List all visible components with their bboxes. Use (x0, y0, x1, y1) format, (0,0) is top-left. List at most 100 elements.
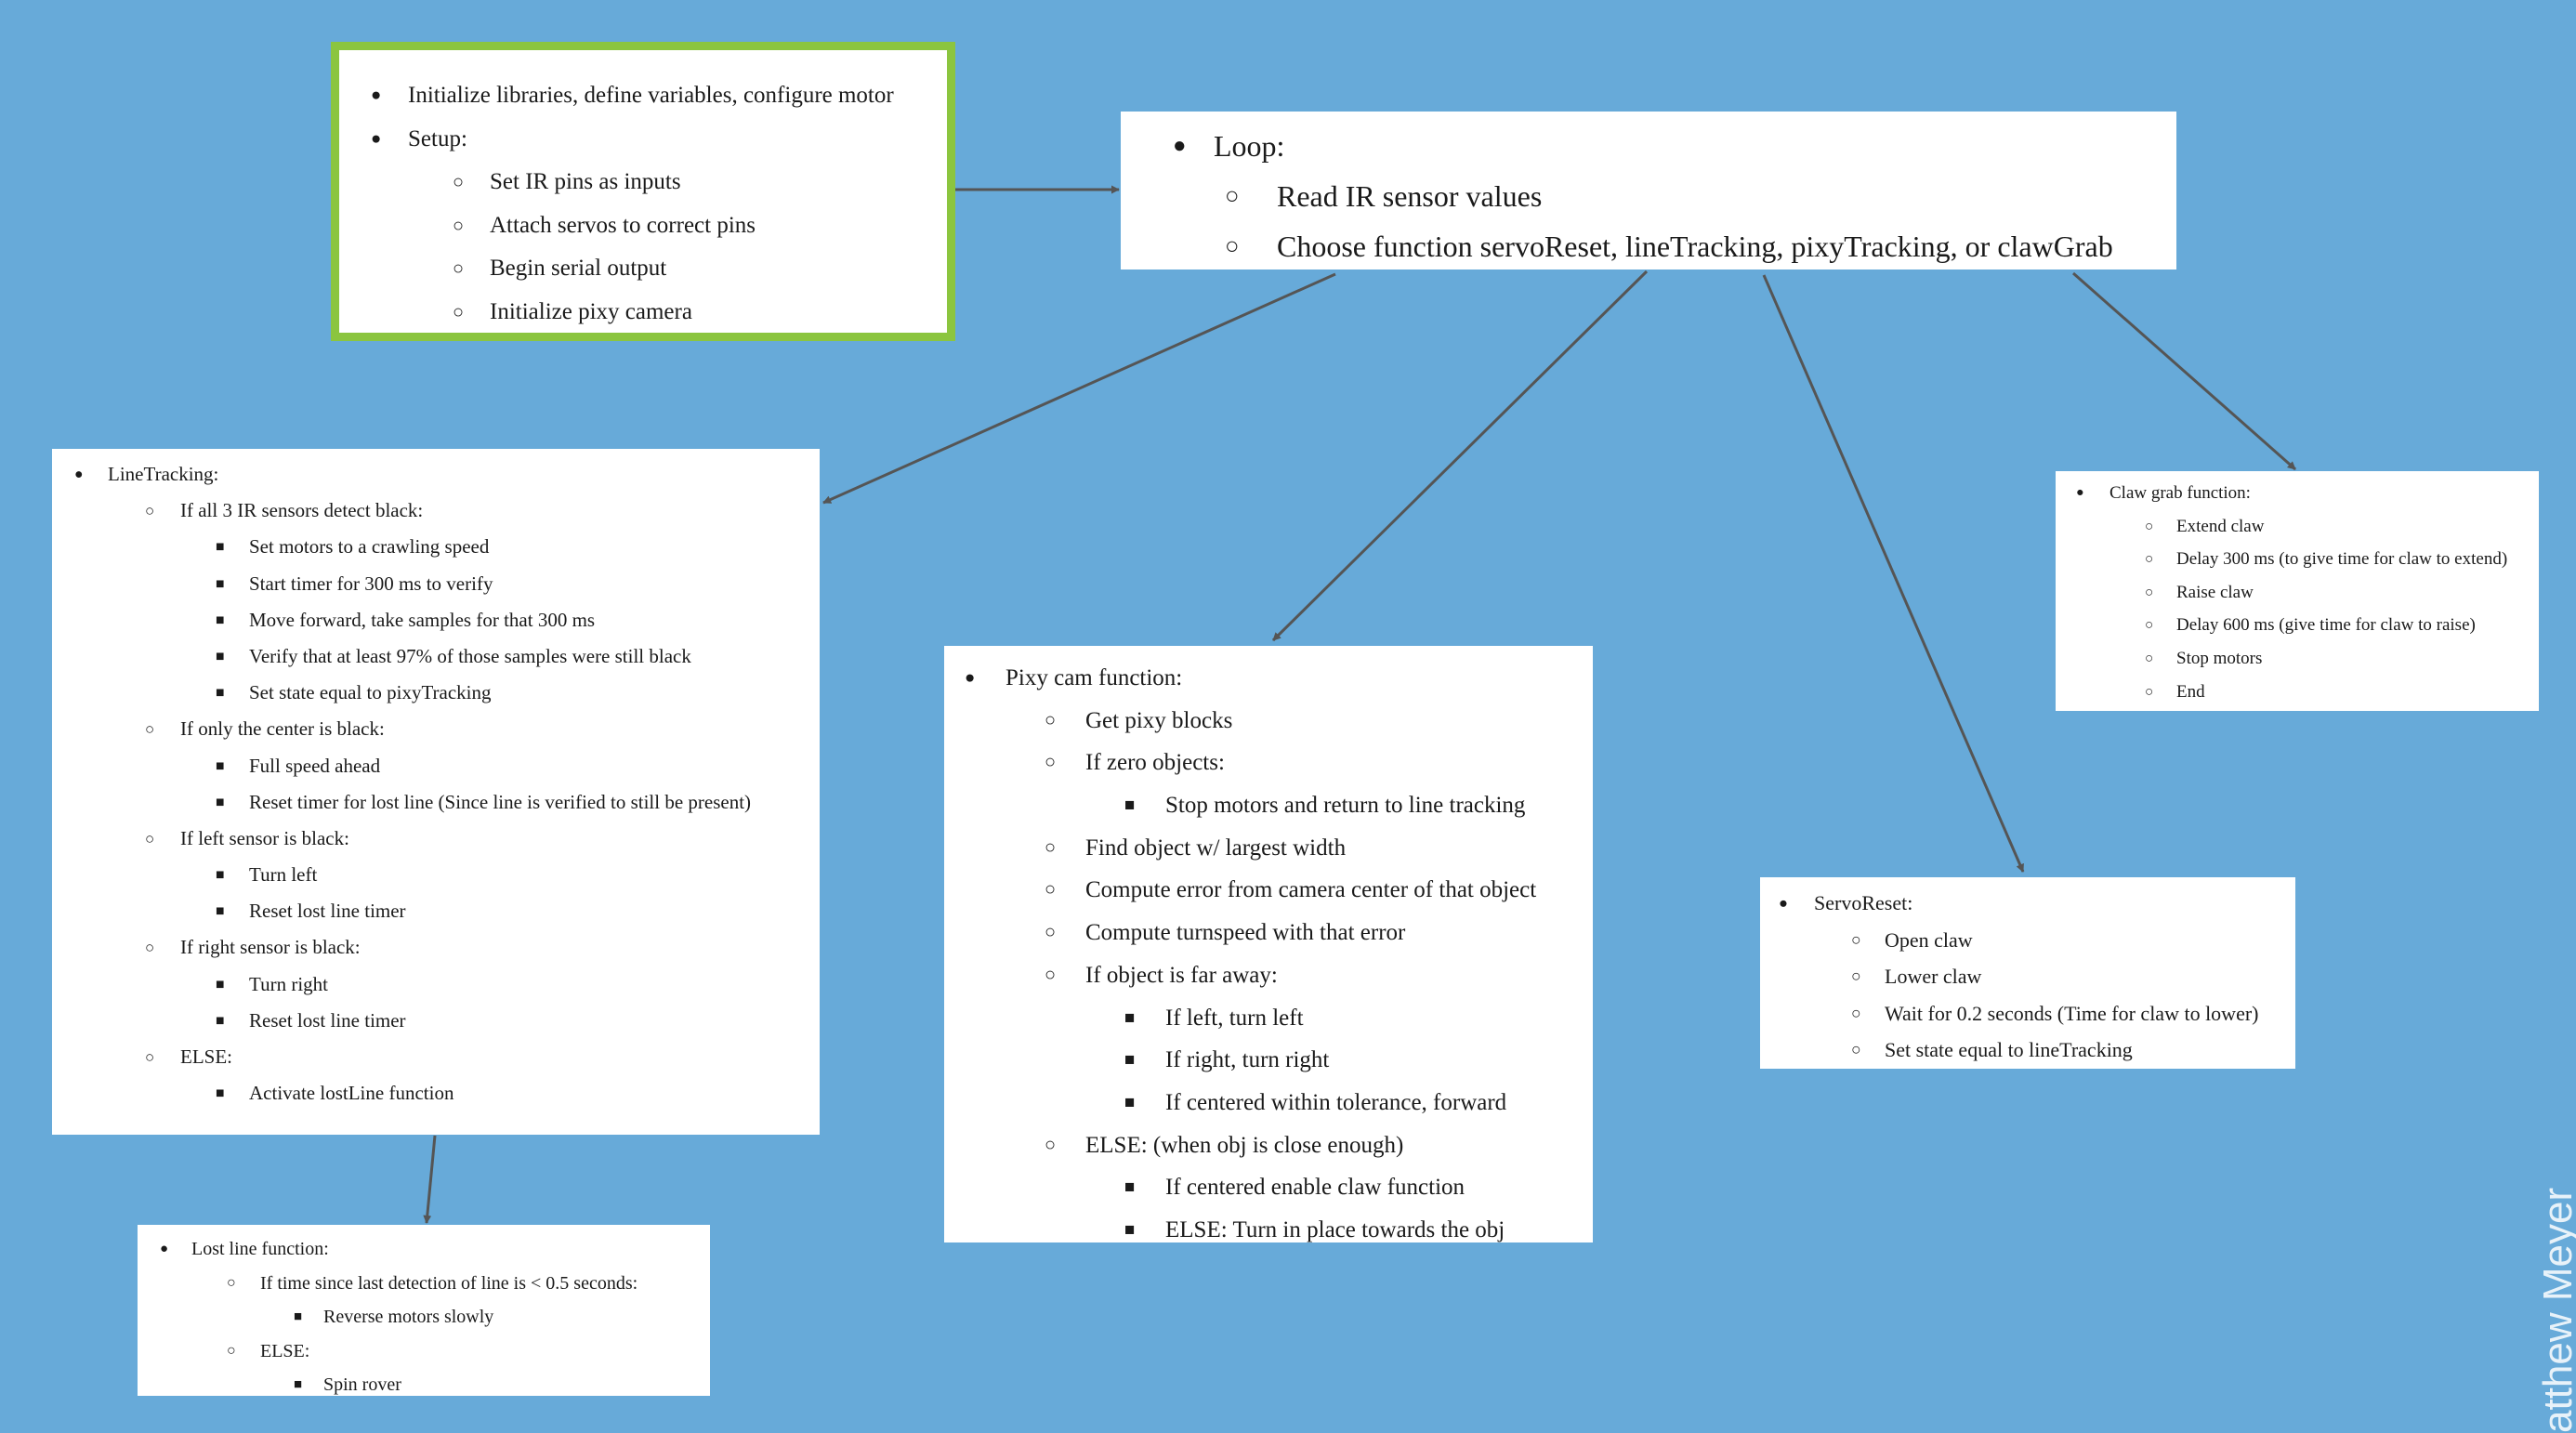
lost-line-item: Lost line function: (160, 1232, 710, 1267)
pixy-cam-item-text: Get pixy blocks (1085, 707, 1233, 733)
lost-line-item-text: ELSE: (260, 1340, 310, 1361)
arrow-loop-to-clawgrab (2072, 271, 2296, 471)
init-item-text: Attach servos to correct pins (490, 212, 756, 238)
hollow-circle-bullet-icon (145, 493, 154, 529)
line-tracking-item: Turn right (74, 966, 820, 1003)
line-tracking-item-text: Turn left (249, 863, 318, 887)
node-line-tracking: LineTracking:If all 3 IR sensors detect … (52, 449, 820, 1135)
hollow-circle-bullet-icon (453, 291, 464, 335)
pixy-cam-item: Find object w/ largest width (965, 827, 1593, 870)
square-bullet-icon (216, 857, 225, 893)
hollow-circle-bullet-icon (1851, 922, 1861, 959)
filled-circle-bullet-icon (2076, 477, 2084, 510)
pixy-cam-item-text: If right, turn right (1165, 1047, 1330, 1073)
claw-grab-item-text: Delay 300 ms (to give time for claw to e… (2176, 549, 2508, 570)
hollow-circle-bullet-icon (1045, 869, 1056, 912)
claw-grab-list: Claw grab function:Extend clawDelay 300 … (2076, 477, 2539, 708)
loop-item-text: Loop: (1214, 129, 1285, 163)
filled-circle-bullet-icon (965, 657, 975, 700)
square-bullet-icon (294, 1368, 302, 1402)
init-list: Initialize libraries, define variables, … (371, 74, 947, 334)
square-bullet-icon (1124, 1209, 1135, 1252)
lost-line-item-text: Lost line function: (191, 1239, 329, 1259)
init-item: Initialize pixy camera (371, 291, 947, 335)
hollow-circle-bullet-icon (227, 1267, 236, 1301)
claw-grab-item: Delay 300 ms (to give time for claw to e… (2076, 543, 2539, 576)
line-tracking-list: LineTracking:If all 3 IR sensors detect … (74, 456, 820, 1111)
claw-grab-item-text: Raise claw (2176, 582, 2254, 602)
node-loop: Loop: Read IR sensor valuesChoose functio… (1121, 112, 2176, 270)
line-tracking-item: If right sensor is black: (74, 929, 820, 966)
loop-item: Loop: (1173, 121, 2176, 171)
square-bullet-icon (216, 893, 225, 929)
arrow-linetracking-to-lostline (423, 1135, 437, 1224)
lost-line-item-text: If time since last detection of line is … (260, 1272, 638, 1294)
square-bullet-icon (216, 566, 225, 602)
hollow-circle-bullet-icon (1851, 1032, 1861, 1069)
square-bullet-icon (216, 784, 225, 821)
claw-grab-item-text: Extend claw (2176, 516, 2265, 536)
init-item-text: Initialize libraries, define variables, … (408, 83, 894, 108)
pixy-cam-item: If zero objects: (965, 742, 1593, 784)
loop-item-text: Read IR sensor values (1277, 179, 1543, 213)
servo-reset-list: ServoReset: Open clawLower clawWait for 0… (1779, 885, 2295, 1069)
pixy-cam-item: Compute turnspeed with that error (965, 912, 1593, 954)
servo-reset-item-text: ServoReset: (1814, 891, 1913, 914)
init-item: Attach servos to correct pins (371, 204, 947, 248)
hollow-circle-bullet-icon (145, 929, 154, 966)
servo-reset-item: Lower claw (1779, 958, 2295, 995)
pixy-cam-item: If object is far away: (965, 954, 1593, 997)
init-item: Begin serial output (371, 247, 947, 291)
hollow-circle-bullet-icon (1045, 700, 1056, 743)
hollow-circle-bullet-icon (453, 161, 464, 204)
loop-item-text: Choose function servoReset, lineTracking… (1277, 230, 2113, 263)
square-bullet-icon (216, 529, 225, 565)
square-bullet-icon (1124, 1166, 1135, 1209)
hollow-circle-bullet-icon (2145, 642, 2153, 676)
square-bullet-icon (216, 1075, 225, 1111)
filled-circle-bullet-icon (1173, 121, 1187, 171)
line-tracking-item-text: Start timer for 300 ms to verify (249, 572, 493, 595)
servo-reset-item-text: Open claw (1885, 927, 1973, 952)
hollow-circle-bullet-icon (227, 1334, 236, 1369)
hollow-circle-bullet-icon (2145, 543, 2153, 576)
square-bullet-icon (1124, 1039, 1135, 1082)
lost-line-list: Lost line function: If time since last de… (160, 1232, 710, 1402)
square-bullet-icon (1124, 997, 1135, 1040)
line-tracking-item-text: Turn right (249, 972, 328, 995)
author-watermark: atthew Meyer (2535, 1187, 2576, 1433)
pixy-cam-item: If right, turn right (965, 1039, 1593, 1082)
pixy-cam-item-text: If object is far away: (1085, 962, 1278, 988)
pixy-cam-item: Pixy cam function: (965, 657, 1593, 700)
hollow-circle-bullet-icon (453, 247, 464, 291)
square-bullet-icon (1124, 784, 1135, 827)
servo-reset-item: Wait for 0.2 seconds (Time for claw to l… (1779, 995, 2295, 1032)
hollow-circle-bullet-icon (145, 711, 154, 747)
line-tracking-item-text: Reset timer for lost line (Since line is… (249, 790, 752, 813)
hollow-circle-bullet-icon (1225, 171, 1239, 221)
loop-list: Loop: Read IR sensor valuesChoose functio… (1173, 121, 2176, 271)
pixy-cam-item: If centered within tolerance, forward (965, 1082, 1593, 1124)
node-lost-line: Lost line function: If time since last de… (138, 1225, 710, 1396)
claw-grab-item: Delay 600 ms (give time for claw to rais… (2076, 609, 2539, 642)
claw-grab-item: Extend claw (2076, 510, 2539, 544)
init-item-text: Setup: (408, 125, 467, 151)
line-tracking-item-text: ELSE: (180, 1045, 232, 1068)
claw-grab-item-text: Stop motors (2176, 648, 2263, 668)
line-tracking-item: If only the center is black: (74, 711, 820, 747)
line-tracking-item-text: Full speed ahead (249, 754, 381, 777)
hollow-circle-bullet-icon (145, 1039, 154, 1075)
pixy-cam-item-text: ELSE: Turn in place towards the obj (1165, 1216, 1505, 1242)
node-claw-grab: Claw grab function:Extend clawDelay 300 … (2056, 471, 2539, 711)
lost-line-item: If time since last detection of line is … (160, 1267, 710, 1301)
line-tracking-item: LineTracking: (74, 456, 820, 493)
claw-grab-item: Raise claw (2076, 576, 2539, 610)
line-tracking-item-text: LineTracking: (108, 463, 219, 485)
servo-reset-item: ServoReset: (1779, 885, 2295, 922)
line-tracking-item-text: Verify that at least 97% of those sample… (249, 644, 691, 667)
line-tracking-item: Verify that at least 97% of those sample… (74, 638, 820, 675)
pixy-cam-item-text: If zero objects: (1085, 750, 1225, 776)
hollow-circle-bullet-icon (145, 821, 154, 857)
pixy-cam-item: Stop motors and return to line tracking (965, 784, 1593, 827)
line-tracking-item-text: Move forward, take samples for that 300 … (249, 608, 596, 631)
